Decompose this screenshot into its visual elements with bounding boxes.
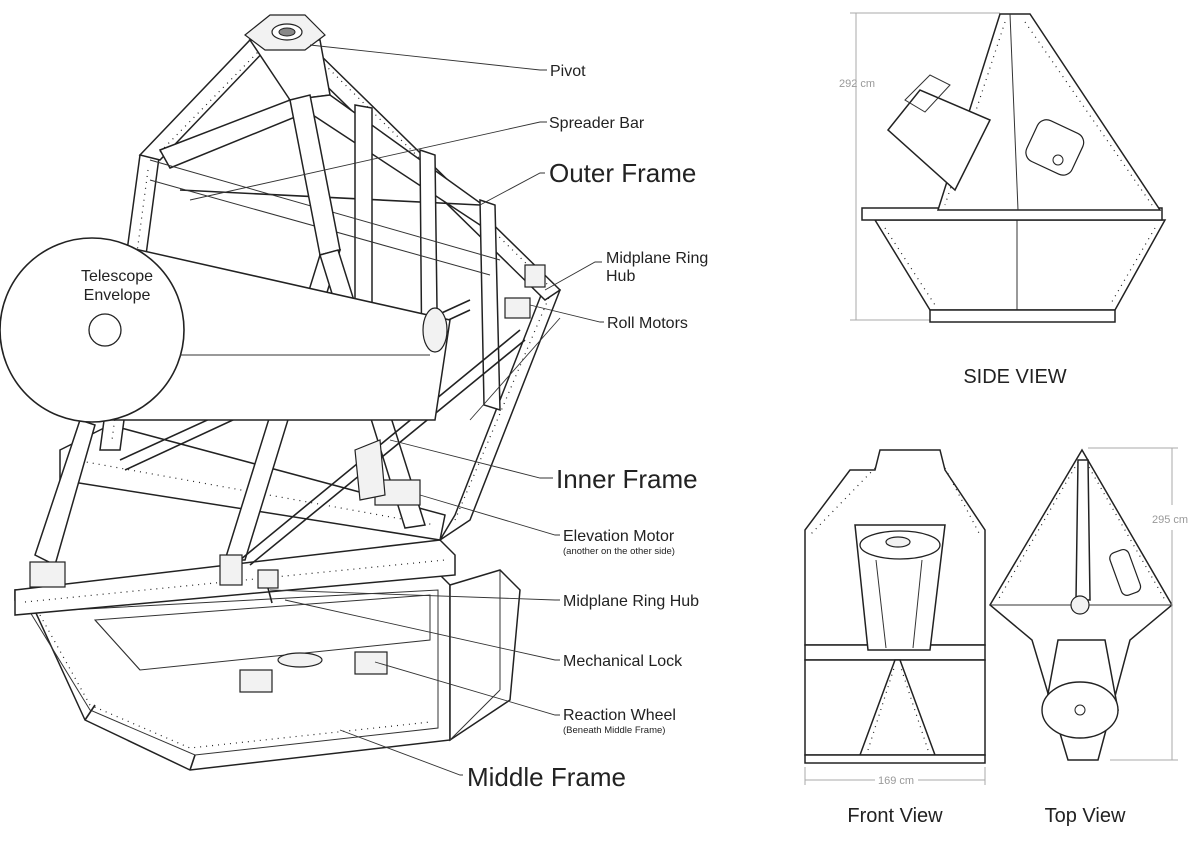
label-mechanical-lock: Mechanical Lock — [563, 653, 683, 670]
label-roll-motors: Roll Motors — [607, 315, 688, 332]
label-reaction-wheel-note: (Beneath Middle Frame) — [563, 725, 665, 736]
label-outer-frame: Outer Frame — [549, 158, 696, 188]
label-midplane-ring-hub: Midplane Ring Hub — [563, 593, 699, 610]
leader-lines — [189, 44, 604, 776]
title-front-view: Front View — [847, 805, 943, 827]
side-view: 292 cm — [839, 12, 1167, 323]
motors-drawing — [29, 264, 546, 604]
label-midplane-ring-hub-top: Midplane Ring — [606, 250, 708, 267]
title-top-view: Top View — [1045, 805, 1126, 827]
dim-front-width: 169 cm — [878, 775, 914, 787]
dim-top-height: 295 cm — [1152, 514, 1188, 526]
label-reaction-wheel: Reaction Wheel — [563, 707, 676, 724]
top-view: 295 cm — [989, 447, 1188, 761]
main-assembly: Pivot Spreader Bar Outer Frame Midplane … — [0, 14, 708, 792]
label-elevation-motor: Elevation Motor — [563, 528, 675, 545]
pivot-drawing — [244, 14, 326, 51]
label-elevation-motor-note: (another on the other side) — [563, 546, 675, 557]
label-midplane-ring-hub-top-2: Hub — [606, 268, 635, 285]
label-spreader-bar: Spreader Bar — [549, 115, 645, 132]
front-view: 169 cm — [804, 449, 986, 787]
label-telescope-envelope-2: Envelope — [84, 287, 151, 304]
reaction-wheel-drawing — [239, 651, 388, 693]
label-middle-frame: Middle Frame — [467, 762, 626, 792]
title-side-view: SIDE VIEW — [963, 366, 1066, 388]
telescope-envelope-drawing — [0, 237, 451, 423]
dim-side-height: 292 cm — [839, 78, 875, 90]
label-telescope-envelope-1: Telescope — [81, 268, 153, 285]
label-inner-frame: Inner Frame — [556, 464, 698, 494]
label-pivot: Pivot — [550, 63, 586, 80]
